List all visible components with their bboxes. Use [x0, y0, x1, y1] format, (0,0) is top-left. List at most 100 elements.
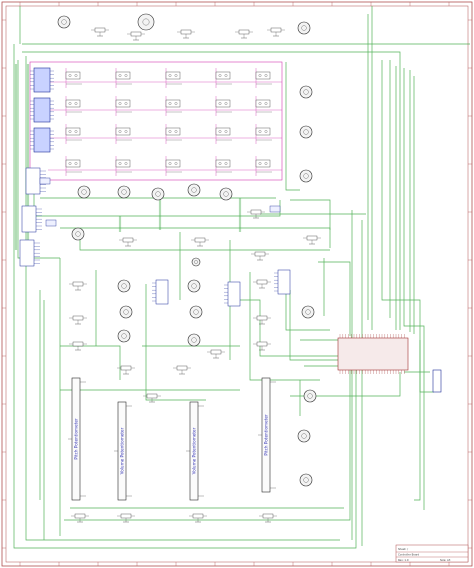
matrix-switch-2-0 [65, 127, 82, 141]
matrix-switch-0-2 [165, 71, 182, 85]
microcontroller [337, 337, 409, 371]
wire-46 [290, 199, 331, 230]
wire-layer [13, 6, 470, 549]
component-5 [119, 237, 137, 247]
matrix-switch-1-0 [65, 99, 82, 113]
matrix-switch-2-4 [255, 127, 272, 141]
wire-27 [60, 345, 121, 380]
component-23 [207, 349, 225, 359]
matrix-switch-0-4 [255, 71, 272, 85]
component-4 [267, 27, 285, 37]
slider-label-3: Pitch Potentiometer [264, 414, 269, 456]
title-line-4: Size: A3 [440, 558, 451, 562]
matrix-switch-3-2 [165, 159, 182, 173]
wire-29 [289, 290, 338, 361]
mux-ic-1 [21, 205, 37, 233]
matrix-switch-3-0 [65, 159, 82, 173]
matrix-switch-0-0 [65, 71, 82, 85]
encoder-4 [299, 125, 313, 139]
slider-label-0: Pitch Potentiometer [74, 418, 79, 460]
component-9 [69, 281, 87, 291]
title-line-2: Controller Board [398, 553, 420, 557]
component-10 [69, 315, 87, 325]
regulator-0 [39, 177, 51, 185]
component-7 [251, 251, 269, 261]
matrix-switch-1-2 [165, 99, 182, 113]
wire-2 [22, 51, 401, 330]
matrix-switch-1-1 [115, 99, 132, 113]
component-8 [303, 235, 321, 245]
wire-34 [230, 299, 338, 357]
component-22 [259, 513, 277, 523]
matrix-switch-3-3 [215, 159, 232, 173]
title-block: Sheet: / Controller Board Rev: 1.0 Size:… [395, 544, 469, 563]
mux-ic-0 [25, 167, 41, 195]
wire-17 [79, 236, 330, 251]
wire-19 [64, 370, 351, 521]
encoder-20 [297, 429, 311, 443]
wire-25 [249, 272, 320, 381]
component-2 [177, 29, 195, 39]
matrix-switch-3-1 [115, 159, 132, 173]
driver-ic-0 [227, 281, 241, 307]
component-16 [173, 365, 191, 375]
slider-2: Volume Potentiometer [186, 401, 204, 501]
wire-4 [17, 60, 60, 259]
component-0 [91, 27, 109, 37]
component-18 [247, 209, 265, 219]
wire-31 [285, 270, 330, 331]
component-15 [253, 341, 271, 351]
slider-1: Volume Potentiometer [114, 401, 132, 501]
component-1 [127, 31, 145, 41]
matrix-switch-1-3 [215, 99, 232, 113]
wire-22 [145, 284, 206, 401]
component-group [39, 27, 321, 523]
encoder-17 [187, 333, 201, 347]
slider-3: Pitch Potentiometer [258, 377, 276, 493]
ic-group [19, 67, 291, 307]
encoder-18 [301, 305, 315, 319]
encoder-9 [187, 183, 201, 197]
matrix-region [29, 61, 283, 181]
encoder-12 [117, 279, 131, 293]
switch-matrix [48, 68, 282, 176]
encoder-8 [151, 187, 165, 201]
wire-8 [381, 60, 421, 501]
encoder-3 [299, 85, 313, 99]
matrix-switch-2-1 [115, 127, 132, 141]
component-12 [117, 365, 135, 375]
wire-32 [318, 261, 351, 336]
encoder-10 [219, 187, 233, 201]
title-line-1: Sheet: / [398, 547, 408, 551]
component-14 [253, 315, 271, 325]
component-19 [71, 513, 89, 523]
component-13 [253, 279, 271, 289]
wire-0 [13, 44, 357, 549]
encoder-21 [299, 473, 313, 487]
component-3 [235, 29, 253, 39]
component-11 [69, 341, 87, 351]
encoder-5 [299, 169, 313, 183]
encoder-6 [77, 185, 91, 199]
encoder-16 [117, 329, 131, 343]
wire-44 [285, 62, 300, 191]
mux-ic-2 [19, 239, 35, 267]
component-20 [117, 513, 135, 523]
connector-right [432, 369, 442, 393]
slider-group: Pitch Potentiometer Volume Potentiometer V… [68, 377, 276, 501]
slider-label-1: Volume Potentiometer [120, 427, 125, 474]
slider-label-2: Volume Potentiometer [192, 427, 197, 474]
component-6 [191, 237, 209, 247]
matrix-switch-2-2 [165, 127, 182, 141]
encoder-group [57, 13, 317, 487]
matrix-switch-3-4 [255, 159, 272, 173]
encoder-15 [189, 305, 203, 319]
title-line-3: Rev: 1.0 [398, 558, 409, 562]
matrix-switch-0-3 [215, 71, 232, 85]
encoder-7 [117, 185, 131, 199]
encoder-22 [191, 257, 201, 267]
sheet-inner-border [5, 5, 469, 563]
